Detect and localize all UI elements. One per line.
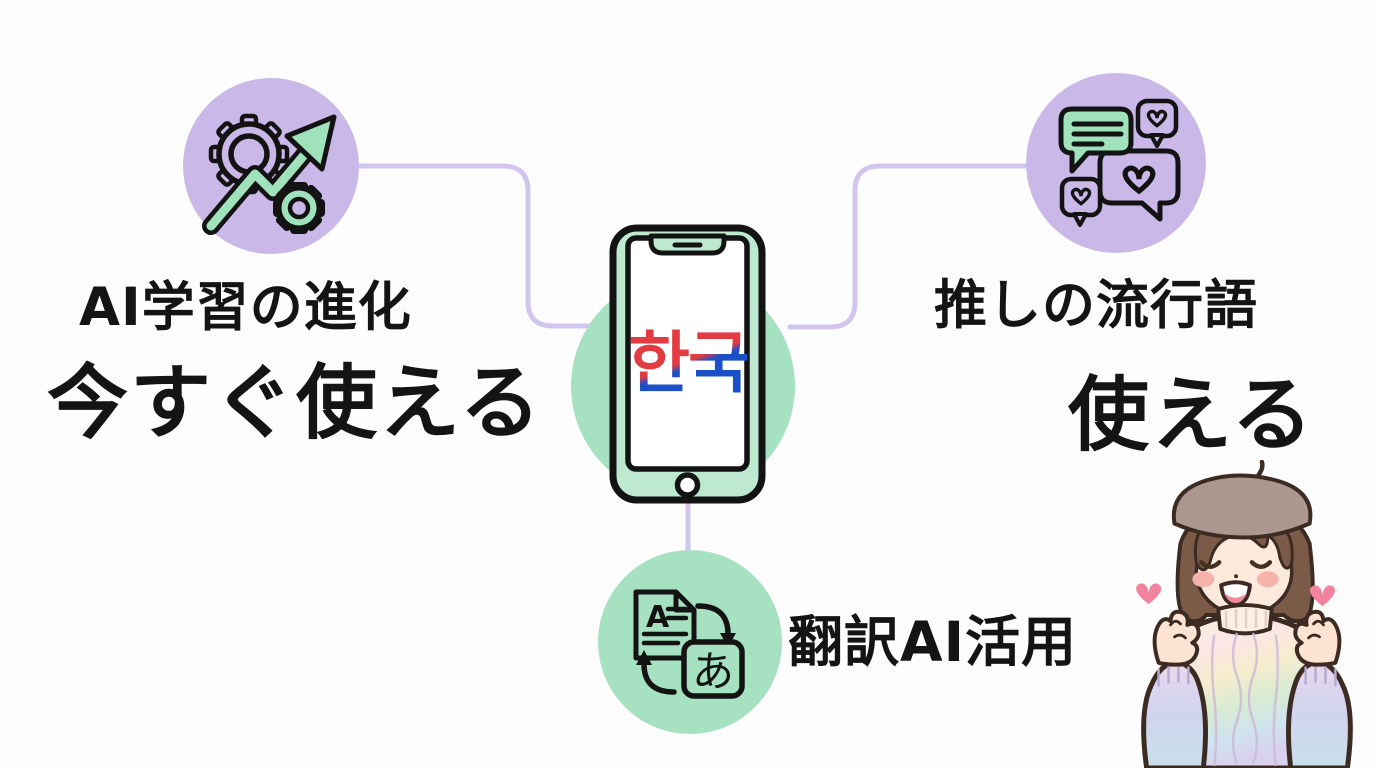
node-oshi-slang-circle xyxy=(1026,73,1206,253)
finger-heart-right xyxy=(1293,609,1342,667)
finger-heart-left xyxy=(1152,609,1201,667)
phone-home-button-icon xyxy=(674,472,701,498)
node-ai-learning-circle xyxy=(183,78,359,254)
phone-screen-text: 한국 xyxy=(621,326,755,401)
tongue xyxy=(1224,593,1247,604)
label-oshi-slang-title: 推しの流行語 xyxy=(934,275,1258,336)
nose xyxy=(1234,574,1239,579)
label-ai-learning-subtitle: 今すぐ使える xyxy=(47,357,543,451)
label-oshi-slang-subtitle: 使える xyxy=(1068,369,1315,463)
chat-bubble-green-icon xyxy=(1058,106,1134,174)
chat-bubble-large-icon xyxy=(1097,148,1181,222)
beret-stem xyxy=(1255,460,1265,479)
arrow-down-icon xyxy=(695,603,731,637)
arrow-up-icon xyxy=(641,661,677,695)
small-gear-icon xyxy=(273,182,325,234)
trend-arrow-icon xyxy=(202,114,337,235)
node-translation-circle: A あ xyxy=(598,550,782,734)
gear-trend-arrow-icon xyxy=(202,113,337,235)
chat-hearts-icon xyxy=(1058,98,1181,227)
sleeve-right xyxy=(1286,659,1353,768)
label-ai-learning-title: AI学習の進化 xyxy=(79,277,412,338)
closed-eye-left xyxy=(1199,560,1222,570)
blush-right xyxy=(1256,571,1279,588)
beret xyxy=(1171,473,1313,540)
closed-eye-right xyxy=(1249,560,1273,570)
kana-tile-icon: あ xyxy=(681,639,745,699)
label-translation-title: 翻訳AI活用 xyxy=(788,610,1078,674)
girl-finger-hearts-illustration xyxy=(1118,460,1376,768)
connector-right xyxy=(787,163,1031,330)
connector-left xyxy=(352,163,603,329)
document-icon: A xyxy=(633,589,697,661)
sleeve-left xyxy=(1141,659,1208,768)
smartphone-icon xyxy=(605,222,770,507)
blush-left xyxy=(1192,571,1215,588)
kana-letter: あ xyxy=(692,647,734,696)
heart-left-icon xyxy=(1136,583,1162,605)
chat-bubble-small-bottom-icon xyxy=(1059,176,1103,227)
chat-bubble-small-top-icon xyxy=(1135,98,1179,148)
translate-icon: A あ xyxy=(633,589,745,699)
heart-right-icon xyxy=(1309,585,1336,607)
